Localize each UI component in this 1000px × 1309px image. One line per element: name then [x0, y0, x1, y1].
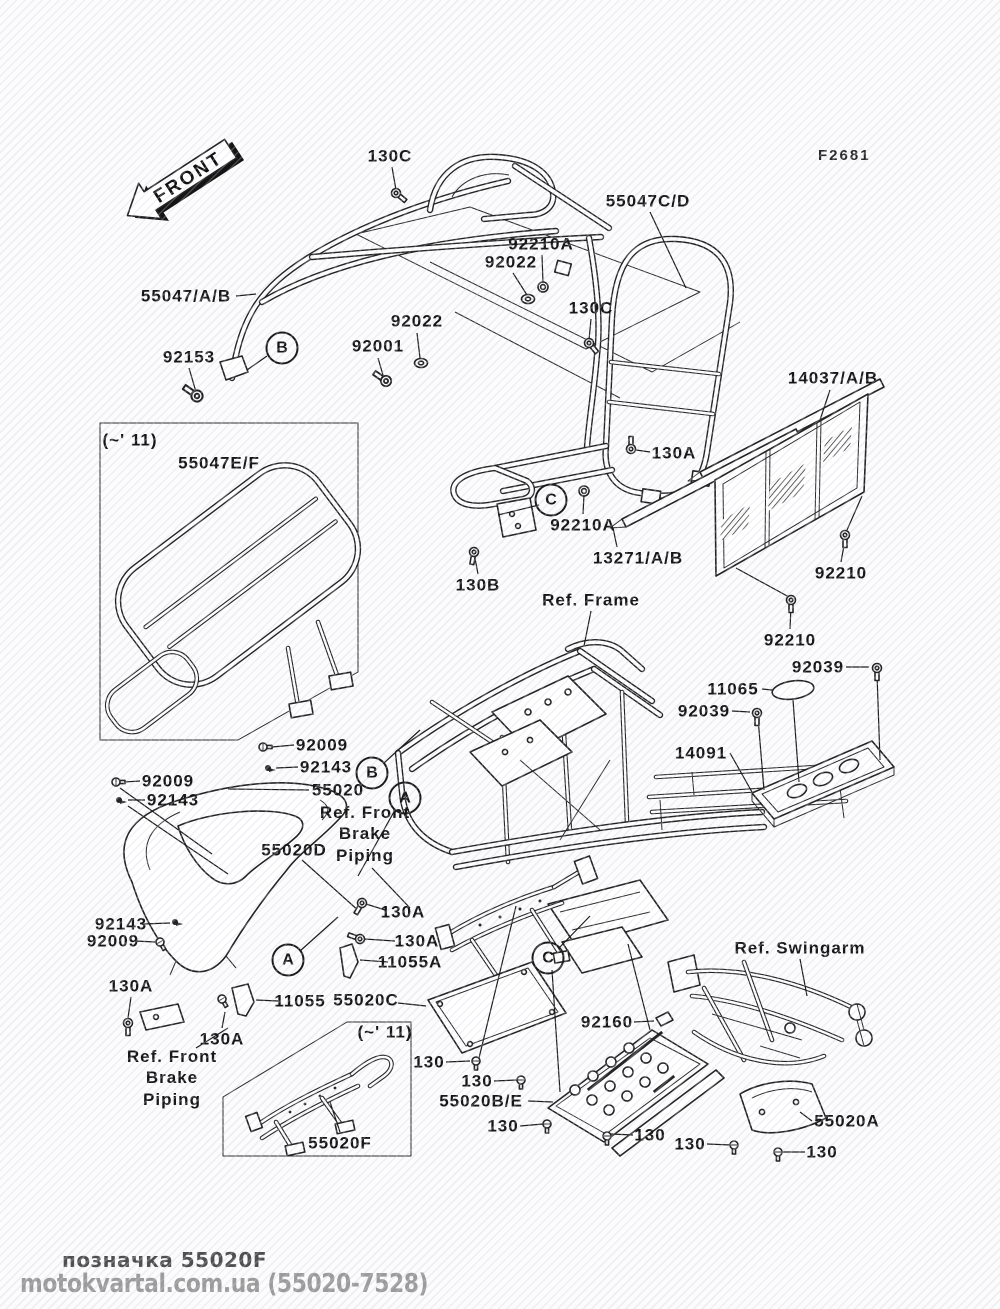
- part-label: Ref. Front Brake Piping: [126, 1047, 218, 1109]
- part-label: 14037/A/B: [787, 368, 879, 388]
- part-label: (~' 11): [102, 430, 158, 450]
- watermark-line2: motokvartal.com.ua (55020-7528): [20, 1269, 429, 1299]
- part-label: 130A: [651, 443, 697, 463]
- part-label: 130C: [568, 298, 614, 318]
- part-label: 92039: [791, 657, 845, 677]
- inset-box-55020f: [222, 1021, 412, 1157]
- part-label: 92022: [484, 252, 538, 272]
- part-label: Ref. Swingarm: [734, 938, 866, 958]
- part-label: 130: [806, 1142, 838, 1162]
- part-label: 92210A: [508, 234, 574, 254]
- part-label: 55047C/D: [605, 191, 691, 211]
- part-label: 92009: [295, 735, 349, 755]
- leader-lines: [119, 166, 869, 1153]
- part-label: 130B: [455, 575, 501, 595]
- main-frame: [394, 639, 849, 974]
- carrier-14091: [751, 673, 895, 828]
- part-label: 130A: [108, 976, 154, 996]
- part-label: (~' 11): [357, 1022, 413, 1042]
- part-label: 92210: [763, 630, 817, 650]
- skid-plate-55020be: [547, 1011, 725, 1157]
- callout-circle-a: A: [271, 943, 305, 977]
- part-label: 92022: [390, 311, 444, 331]
- part-label: 130: [634, 1125, 666, 1145]
- part-label: 11065: [707, 679, 759, 699]
- part-label: 130A: [380, 902, 426, 922]
- part-label: 11055A: [377, 952, 443, 972]
- callout-circle-c: C: [531, 941, 565, 975]
- part-label: 130C: [367, 146, 413, 166]
- callout-circle-b: B: [355, 756, 389, 790]
- part-label: 92039: [677, 701, 731, 721]
- part-label: 130: [674, 1134, 706, 1154]
- callout-circle-a: A: [388, 781, 422, 815]
- part-label: 55020B/E: [439, 1091, 523, 1111]
- part-label: 13271/A/B: [592, 548, 684, 568]
- part-label: 92160: [580, 1012, 634, 1032]
- part-label: 130A: [199, 1029, 245, 1049]
- part-label: Ref. Frame: [542, 590, 640, 610]
- part-label: 130: [487, 1116, 519, 1136]
- part-label: Ref. Front Brake Piping: [319, 803, 411, 865]
- part-label: 92143: [94, 914, 148, 934]
- part-label: 130A: [394, 931, 440, 951]
- callout-circle-c: C: [534, 483, 568, 517]
- part-label: 55020: [311, 780, 365, 800]
- part-label: 92210A: [550, 515, 616, 535]
- part-label: 92001: [351, 336, 405, 356]
- figure-code: F2681: [818, 147, 871, 164]
- rear-cage-55047ab: [219, 153, 741, 451]
- skid-plate-55020c: [427, 961, 567, 1054]
- mesh-panel-14037ab: [609, 378, 885, 598]
- callout-circle-b: B: [265, 331, 299, 365]
- part-label: 55020D: [261, 840, 327, 860]
- part-label: 92143: [146, 790, 200, 810]
- part-label: 14091: [674, 743, 728, 763]
- part-label: 92009: [86, 931, 140, 951]
- part-label: 55020C: [333, 990, 399, 1010]
- part-label: 55020A: [814, 1111, 880, 1131]
- part-label: 130: [413, 1052, 445, 1072]
- part-label: 92153: [162, 347, 216, 367]
- inset-box-55047ef: [99, 422, 362, 741]
- part-label: 92009: [141, 771, 195, 791]
- part-label: 130: [461, 1071, 493, 1091]
- swingarm: [667, 954, 873, 1134]
- part-label: 11055: [274, 991, 326, 1011]
- part-label: 55047E/F: [178, 453, 260, 473]
- part-label: 55047/A/B: [140, 286, 232, 306]
- part-label: 55020F: [308, 1133, 372, 1153]
- part-label: 92210: [814, 563, 868, 583]
- watermark-line1: позначка 55020F: [62, 1248, 267, 1272]
- part-label: 92143: [299, 757, 353, 777]
